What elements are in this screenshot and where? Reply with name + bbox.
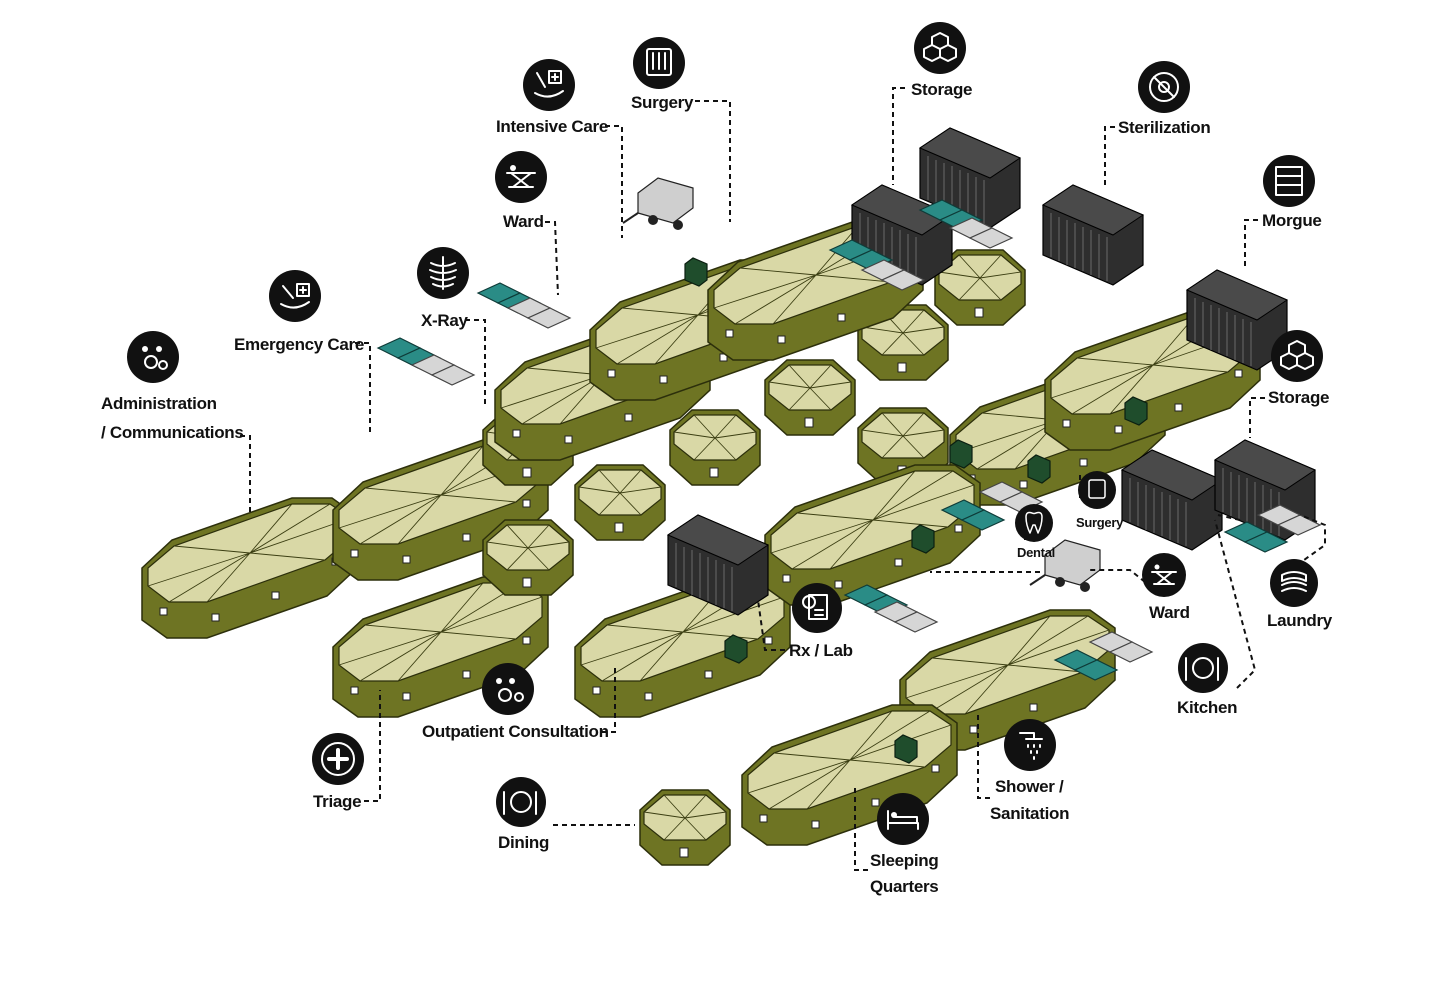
label-quarters: Quarters (870, 877, 938, 896)
ribcage-icon (417, 247, 469, 299)
sterilization-container (1042, 184, 1144, 286)
plate-cutlery-icon (496, 777, 546, 827)
hub-tent-3 (669, 409, 761, 486)
label-x-ray: X-Ray (421, 311, 469, 330)
generator (949, 439, 973, 469)
boxes-icon (914, 22, 966, 74)
label-storage-right: Storage (1268, 388, 1329, 407)
iv-hand-icon (523, 59, 575, 111)
bed-icon (877, 793, 929, 845)
icons (127, 22, 1323, 845)
stretcher-icon (495, 151, 547, 203)
label-sleeping: Sleeping (870, 851, 938, 870)
generator (1027, 454, 1051, 484)
generator (724, 634, 748, 664)
shower-icon (1004, 719, 1056, 771)
label-surgery-small: Surgery (1076, 515, 1124, 530)
generator (684, 257, 708, 287)
label-surgery-top: Surgery (631, 93, 694, 112)
label-intensive-care: Intensive Care (496, 117, 608, 136)
surgical-tools-icon (1078, 471, 1116, 509)
plate-cutlery-icon (1178, 643, 1228, 693)
label-emergency-care: Emergency Care (234, 335, 364, 354)
stretcher-icon (1142, 553, 1186, 597)
generator (1124, 396, 1148, 426)
ward-lower-tent (764, 464, 981, 606)
tooth-icon (1015, 504, 1053, 542)
label-triage: Triage (313, 792, 361, 811)
label-sanitation: Sanitation (990, 804, 1069, 823)
admin-gears-icon (127, 331, 179, 383)
folded-linen-icon (1270, 559, 1318, 607)
label-ward-right: Ward (1149, 603, 1190, 622)
surgery-trailer (622, 177, 694, 231)
label-kitchen: Kitchen (1177, 698, 1237, 717)
label-dental: Dental (1017, 545, 1055, 560)
label-sterilization: Sterilization (1118, 118, 1210, 137)
labels: Administration / Communications Emergenc… (101, 80, 1333, 896)
admin-tent (141, 497, 358, 639)
laundry-container (1121, 449, 1223, 551)
label-rx-lab: Rx / Lab (789, 641, 853, 660)
hub-tent-4 (764, 359, 856, 436)
label-communications: / Communications (101, 423, 244, 442)
label-storage-top: Storage (911, 80, 972, 99)
surgical-tools-icon (633, 37, 685, 89)
label-shower: Shower / (995, 777, 1064, 796)
label-morgue: Morgue (1262, 211, 1322, 230)
label-laundry: Laundry (1267, 611, 1333, 630)
generator (894, 734, 918, 764)
label-administration: Administration (101, 394, 217, 413)
triage-hub-tent (482, 519, 574, 596)
people-gear-icon (482, 663, 534, 715)
leader-lines (240, 87, 1326, 871)
label-ward-top: Ward (503, 212, 544, 231)
generator (911, 524, 935, 554)
no-germ-icon (1138, 61, 1190, 113)
label-outpatient-consultation: Outpatient Consultation (422, 722, 609, 741)
dining-tent (639, 789, 731, 866)
prescription-icon (792, 583, 842, 633)
hub-tent-2 (574, 464, 666, 541)
plus-cross-icon (312, 733, 364, 785)
syringe-hand-icon (269, 270, 321, 322)
boxes-icon (1271, 330, 1323, 382)
drawers-icon (1263, 155, 1315, 207)
label-dining: Dining (498, 833, 549, 852)
